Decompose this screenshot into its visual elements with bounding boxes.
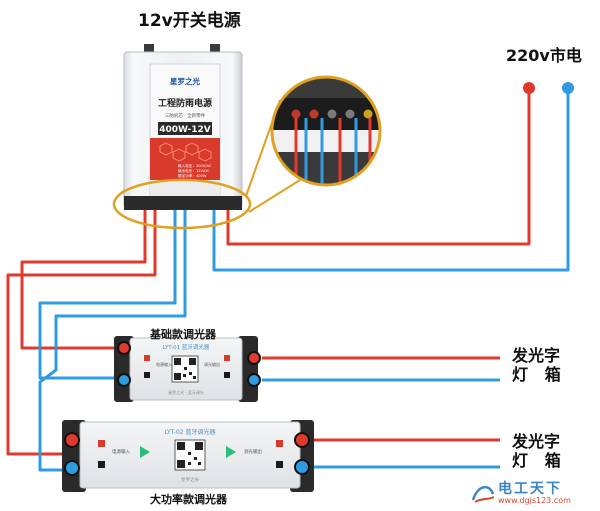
mains-live-wire [226,88,531,246]
power-in-pos-terminal [64,432,80,448]
zoom-callout [112,75,382,230]
basic-out-neg-terminal [247,373,261,387]
psu-neg-to-power [38,206,187,472]
psu-spec-line-2: 输出电压：12V/DC [178,168,210,173]
psu-model: 400W-12V [159,125,211,135]
psu-model-badge [158,122,212,135]
watermark-logo-icon [471,486,495,503]
power-supply: 星罗之光 工程防雨电源 三防机芯 · 全新零件 400W-12V 输入电压：20… [123,44,243,210]
mains-live-plug [523,82,535,94]
mains-label: 220v市电 [506,46,582,65]
wires [6,88,570,472]
basic-dimmer-panel-title: LYT-01 蓝牙调光器 [163,343,210,351]
power-out-pos-terminal [294,432,310,448]
basic-dimmer-output-text: 调光输出 [204,361,220,367]
basic-dimmer-label: 基础款调光器 [150,328,216,341]
psu-neg-to-basic [38,206,177,380]
watermark: 电工天下 www.dgjs123.com [470,478,596,508]
sign-label-1-line-1: 发光字 [512,346,561,365]
qr-code-icon [171,355,199,383]
psu-subtitle: 三防机芯 · 全新零件 [165,112,206,119]
arrow-right-icon [226,446,236,458]
sign-label-1: 发光字 灯 箱 [512,346,561,384]
qr-code-icon [174,439,206,471]
diagram-title: 12v开关电源 [138,11,241,31]
psu-brand: 星罗之光 [170,76,200,86]
power-dimmer: LYT-02 蓝牙调光器 电源输入 调光输出 星罗之光 [62,420,314,492]
mains-terminals [523,82,574,94]
power-dimmer-output-text: 调光输出 [244,448,262,455]
sign-label-2: 发光字 灯 箱 [512,432,561,470]
power-out-neg-terminal [294,459,310,475]
watermark-url: www.dgjs123.com [498,496,571,505]
arrow-right-icon [140,446,150,458]
psu-spec-line-1: 输入电压：200V/AC [178,163,212,168]
psu-pos-to-power [6,206,157,456]
hexagon-pattern [159,142,212,162]
sign-label-2-line-2: 灯 箱 [512,451,561,470]
terminal-screw-icon [291,109,373,119]
sign-label-2-line-1: 发光字 [512,432,561,451]
basic-in-pos-terminal [117,341,131,355]
watermark-text: 电工天下 [498,481,562,497]
basic-in-neg-terminal [117,373,131,387]
power-in-neg-terminal [64,460,80,476]
sign-label-1-line-2: 灯 箱 [512,365,561,384]
power-dimmer-label: 大功率款调光器 [150,493,227,506]
basic-dimmer-footer: 星罗之光 · 蓝牙调光 [168,389,204,395]
basic-dimmer-input-text: 电源输入 [156,361,172,367]
power-dimmer-input-text: 电源输入 [112,448,130,455]
power-dimmer-footer: 星罗之光 [181,476,199,483]
psu-spec-line-3: 额定功率：400W [178,173,207,178]
psu-terminal-strip [124,196,242,210]
basic-out-pos-terminal [247,351,261,365]
zoom-source-ellipse [112,178,252,230]
psu-name: 工程防雨电源 [158,97,212,109]
mains-neutral-wire [212,88,570,272]
zoom-callout-icon [272,77,380,185]
basic-dimmer: LYT-01 蓝牙调光器 电源输入 调光输出 星罗之光 · 蓝牙调光 [114,336,261,402]
power-dimmer-panel-title: LYT-02 蓝牙调光器 [164,428,215,436]
mains-neutral-plug [562,82,574,94]
